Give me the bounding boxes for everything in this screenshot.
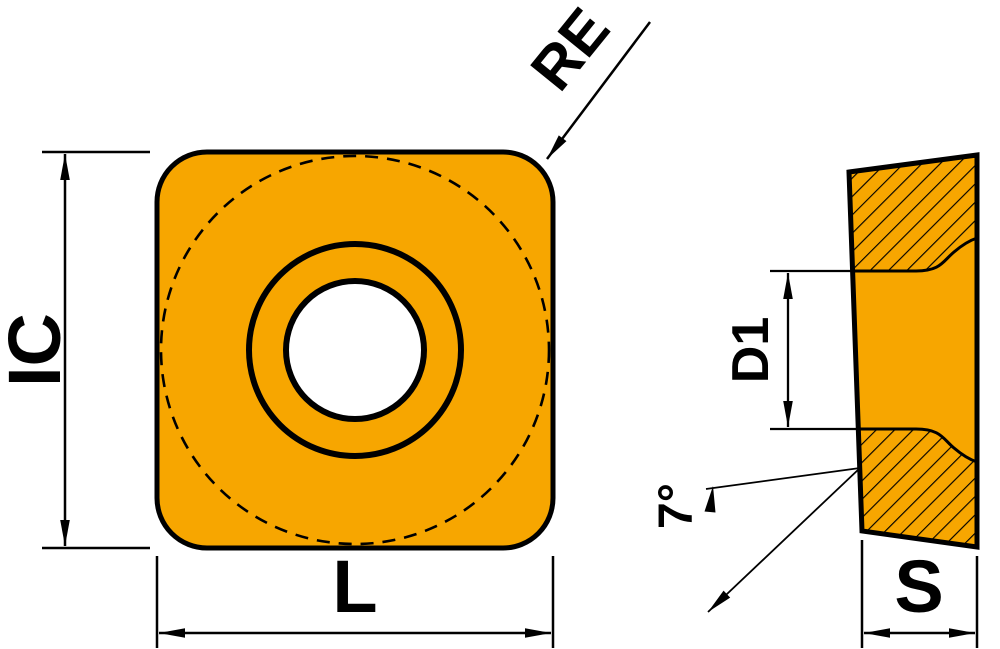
angle-arrow-up xyxy=(704,486,716,513)
side-view: D1 7° S xyxy=(650,152,980,648)
dim-angle-label: 7° xyxy=(650,483,703,529)
angle-leg-horizontal xyxy=(705,467,861,490)
dim-re: RE xyxy=(518,0,651,160)
dim-ic: IC xyxy=(0,150,150,550)
dim-ic-label: IC xyxy=(0,313,76,387)
dim-d1-label: D1 xyxy=(722,317,780,383)
dim-re-label: RE xyxy=(518,0,623,103)
dim-d1: D1 xyxy=(722,269,857,431)
inscribed-circle-dashed xyxy=(159,154,551,546)
dim-s: S xyxy=(860,540,979,648)
angle-leg-slanted xyxy=(707,467,861,613)
dim-angle: 7° xyxy=(650,467,861,613)
front-view: IC L RE xyxy=(0,0,651,648)
dim-l: L xyxy=(155,545,555,648)
section-hatch-top xyxy=(847,153,979,273)
hole-bore-circle xyxy=(283,278,427,422)
dim-re-leader xyxy=(546,21,651,160)
dim-s-label: S xyxy=(894,545,943,628)
dim-l-label: L xyxy=(332,545,377,628)
insert-side-outline xyxy=(846,152,980,550)
